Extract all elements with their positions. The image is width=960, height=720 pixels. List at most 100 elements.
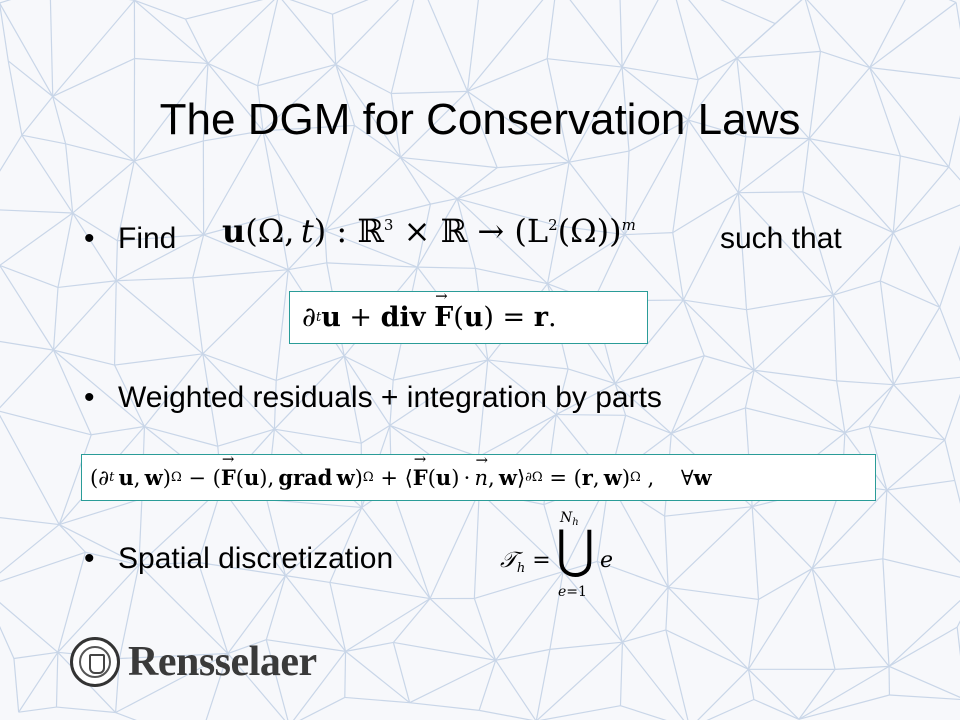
mesh-edge <box>361 507 431 599</box>
mesh-edge <box>197 562 229 654</box>
mesh-edge <box>390 93 401 158</box>
mesh-edge <box>52 349 92 436</box>
mesh-edge <box>116 160 135 241</box>
mesh-edge <box>546 225 560 284</box>
mesh-edge <box>115 652 229 714</box>
mesh-edge <box>670 369 755 434</box>
mesh-edge <box>736 57 810 140</box>
mesh-edge <box>670 355 705 434</box>
mesh-edge <box>621 66 699 81</box>
mesh-edge <box>265 639 289 720</box>
mesh-edge <box>203 213 279 236</box>
mesh-edge <box>324 125 356 231</box>
mesh-edge <box>457 198 559 227</box>
mesh-edge <box>622 629 667 643</box>
mesh-edge <box>948 114 960 168</box>
bullet-dot: • <box>84 222 95 255</box>
mesh-edge <box>593 234 626 302</box>
mesh-edge <box>621 641 685 720</box>
mesh-edge <box>833 280 881 296</box>
mesh-edge <box>473 491 480 599</box>
mesh-edge <box>335 63 392 95</box>
mesh-edge <box>115 240 119 281</box>
mesh-edge <box>832 294 895 386</box>
formula-map: u(Ω, t) : ℝ3 × ℝ → (L2(Ω))m <box>222 212 636 250</box>
mesh-edge <box>257 85 264 131</box>
mesh-edge <box>557 162 570 227</box>
mesh-edge <box>555 368 569 415</box>
mesh-edge <box>335 64 356 126</box>
mesh-edge <box>202 269 289 355</box>
mesh-edge <box>192 234 205 278</box>
mesh-edge <box>736 58 747 137</box>
mesh-edge <box>285 575 330 584</box>
mesh-edge <box>389 359 489 426</box>
mesh-edge <box>745 309 755 371</box>
mesh-edge <box>811 568 890 667</box>
mesh-edge <box>948 166 960 181</box>
mesh-edge <box>21 134 66 145</box>
mesh-edge <box>0 414 60 525</box>
mesh-edge <box>52 0 135 97</box>
mesh-edge <box>332 0 369 15</box>
mesh-edge <box>956 627 960 657</box>
mesh-edge <box>879 280 895 385</box>
mesh-edge <box>744 370 755 409</box>
mesh-edge <box>893 384 946 441</box>
mesh-edge <box>836 380 846 433</box>
mesh-edge <box>477 359 489 457</box>
mesh-edge <box>400 156 458 200</box>
mesh-edge <box>621 0 659 68</box>
mesh-edge <box>812 558 883 570</box>
mesh-edge <box>134 140 204 162</box>
mesh-edge <box>547 234 626 285</box>
mesh-edge <box>466 0 479 92</box>
mesh-edge <box>284 575 347 652</box>
mesh-edge <box>266 499 287 576</box>
mesh-edge <box>203 234 289 271</box>
mesh-edge <box>706 698 755 720</box>
mesh-edge <box>18 651 59 713</box>
mesh-edge <box>456 198 548 285</box>
mesh-edge <box>546 0 556 59</box>
mesh-edge <box>52 96 67 144</box>
mesh-edge <box>134 0 209 64</box>
mesh-edge <box>399 157 431 205</box>
mesh-edge <box>948 0 957 4</box>
mesh-edge <box>944 393 960 441</box>
mesh-edge <box>57 212 74 288</box>
mesh-edge <box>939 245 960 308</box>
mesh-edge <box>275 269 289 381</box>
mesh-edge <box>568 150 630 163</box>
mesh-edge <box>886 479 955 491</box>
mesh-edge <box>0 410 92 436</box>
mesh-edge <box>0 2 9 62</box>
mesh-edge <box>0 212 74 266</box>
mesh-edge <box>562 571 623 643</box>
mesh-edge <box>836 380 894 386</box>
mesh-edge <box>547 58 623 68</box>
mesh-edge <box>277 214 289 270</box>
mesh-edge <box>893 306 941 385</box>
mesh-edge <box>65 143 74 214</box>
mesh-edge <box>880 280 940 308</box>
mesh-edge <box>203 130 264 142</box>
mesh-edge <box>737 192 834 296</box>
mesh-edge <box>0 524 60 574</box>
mesh-edge <box>879 232 894 282</box>
mesh-edge <box>804 0 822 52</box>
mesh-edge <box>53 280 117 351</box>
mesh-edge <box>473 598 497 661</box>
mesh-edge <box>808 138 894 234</box>
mesh-edge <box>217 428 275 447</box>
rensselaer-seal-icon <box>70 637 120 687</box>
mesh-edge <box>281 0 337 65</box>
mesh-edge <box>892 232 941 308</box>
mesh-edge <box>569 0 623 68</box>
mesh-edge <box>266 499 362 509</box>
mesh-edge <box>844 384 895 434</box>
mesh-edge <box>758 568 813 600</box>
mesh-edge <box>21 134 74 214</box>
mesh-edge <box>682 192 739 301</box>
mesh-edge <box>882 558 960 578</box>
